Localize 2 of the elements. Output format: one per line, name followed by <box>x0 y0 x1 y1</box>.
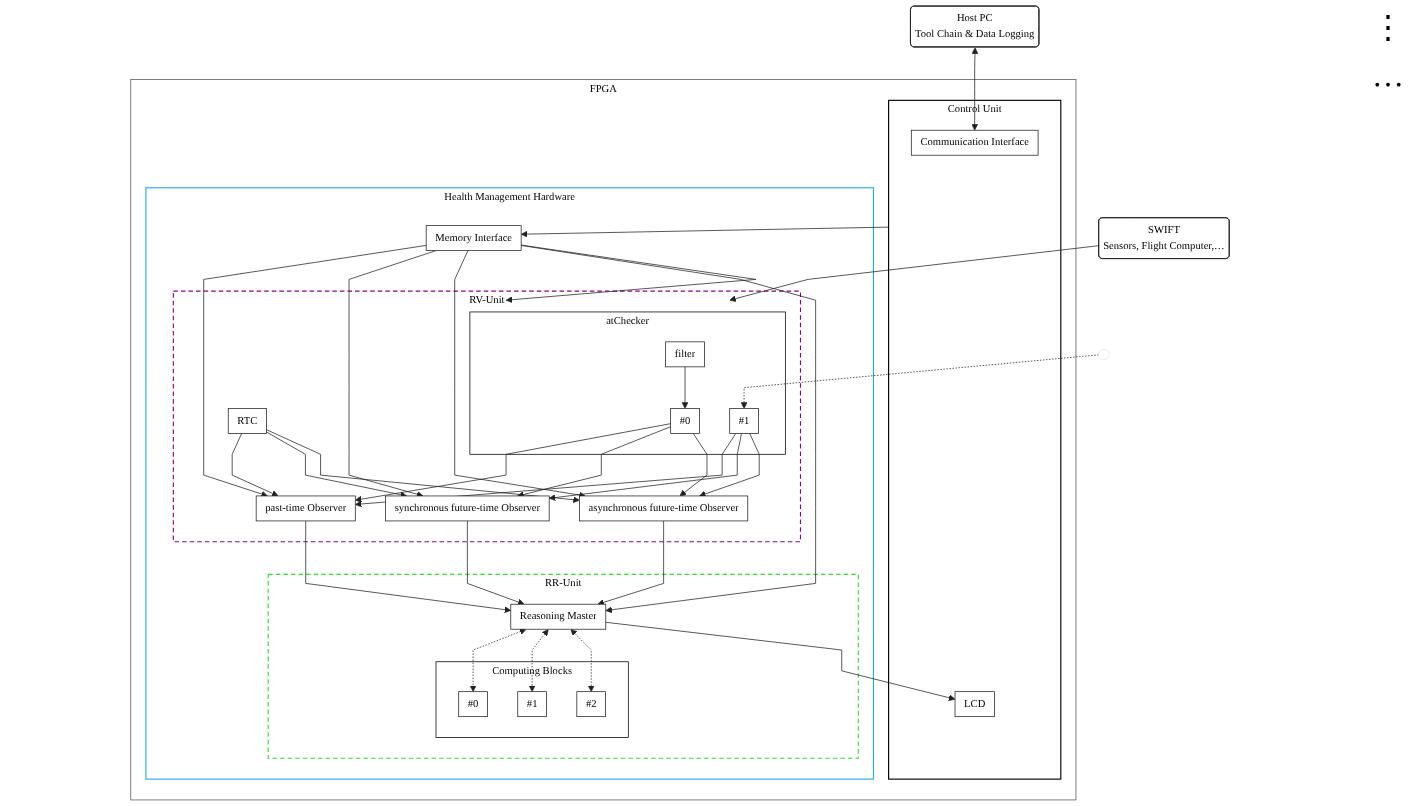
ellipsis-label: … <box>1372 60 1404 96</box>
ellipsis-label: ⋮ <box>1372 10 1404 48</box>
